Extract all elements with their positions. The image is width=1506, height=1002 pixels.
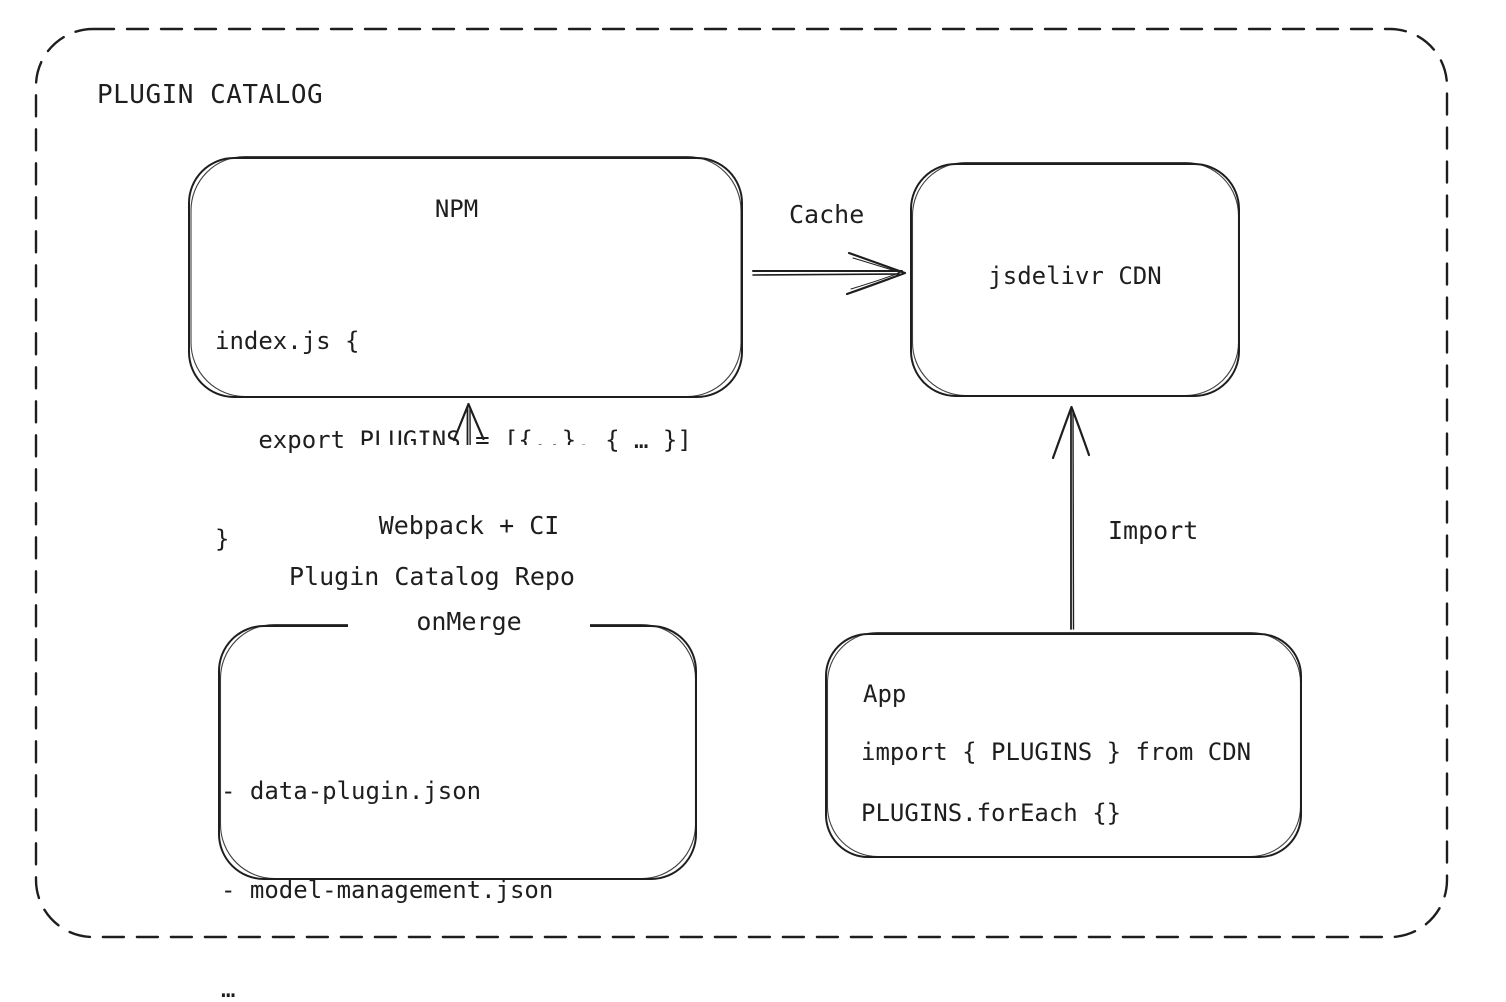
catalog-title: PLUGIN CATALOG [97, 80, 324, 110]
import-arrow [1051, 405, 1091, 630]
cdn-node-shape [910, 161, 1240, 397]
build-edge-label: Webpack + CI onMerge [348, 445, 590, 705]
repo-list-item: - data-plugin.json [221, 777, 482, 805]
build-edge-label-line: Webpack + CI [378, 511, 560, 540]
catalog-boundary [34, 27, 1449, 939]
app-code-line: PLUGINS.forEach {} [861, 799, 1122, 827]
cache-arrow [752, 251, 907, 296]
npm-code-line: index.js { [215, 327, 360, 355]
npm-code-line: } [215, 525, 230, 553]
repo-list-item: - model-management.json [221, 876, 554, 904]
npm-node-title: NPM [434, 195, 479, 223]
repo-node-label: Plugin Catalog Repo [289, 562, 575, 591]
app-node-title: App [863, 680, 907, 708]
build-edge-label-line: onMerge [416, 607, 522, 636]
repo-node-list: - data-plugin.json - model-management.js… [221, 709, 553, 1002]
app-code-line: import { PLUGINS } from CDN [861, 738, 1252, 766]
repo-list-item: … [221, 975, 236, 1002]
npm-node-shape [188, 155, 743, 398]
import-edge-label: Import [1108, 516, 1199, 545]
app-node-shape [825, 631, 1302, 858]
cdn-node-title: jsdelivr CDN [988, 262, 1162, 290]
cache-edge-label: Cache [789, 200, 865, 229]
